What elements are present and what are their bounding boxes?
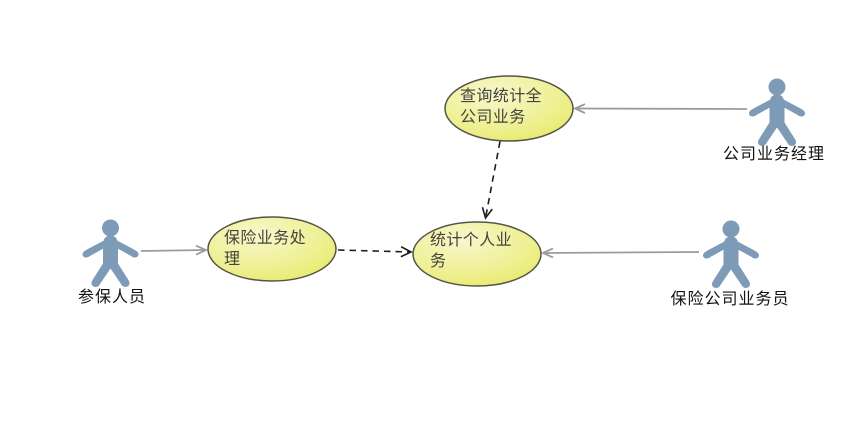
actor-head-icon (768, 78, 786, 96)
connector-clerk-to-personal (540, 247, 700, 259)
actor-head-icon (722, 220, 740, 238)
connector-query-to-personal-dashed (481, 141, 501, 220)
actor-head-icon (102, 219, 119, 237)
connector-insured-to-processing (140, 244, 209, 256)
usecase-label-query-company-stats: 查询统计全 公司业务 (460, 88, 543, 126)
usecase-ellipse-personal-stats (412, 221, 542, 287)
usecase-ellipse-query-company-stats (444, 75, 574, 142)
usecase-label-insurance-processing: 保险业务处 理 (224, 230, 307, 268)
actor-body-icon (748, 94, 806, 146)
actor-body-icon (82, 235, 139, 287)
actor-figure-company-business-manager (748, 78, 806, 146)
usecase-ellipse-insurance-processing (207, 216, 337, 282)
actor-label-company-business-manager: 公司业务经理 (722, 146, 825, 163)
actor-figure-insured-person (82, 219, 139, 287)
connector-processing-to-personal-dashed (337, 246, 413, 258)
connector-manager-to-query (572, 103, 748, 114)
actor-figure-insurance-company-clerk (702, 220, 760, 288)
usecase-label-personal-stats: 统计个人业 务 (430, 232, 513, 270)
actor-label-insurance-company-clerk: 保险公司业务员 (670, 291, 790, 308)
actor-label-insured-person: 参保人员 (77, 289, 146, 306)
actor-body-icon (702, 236, 760, 288)
